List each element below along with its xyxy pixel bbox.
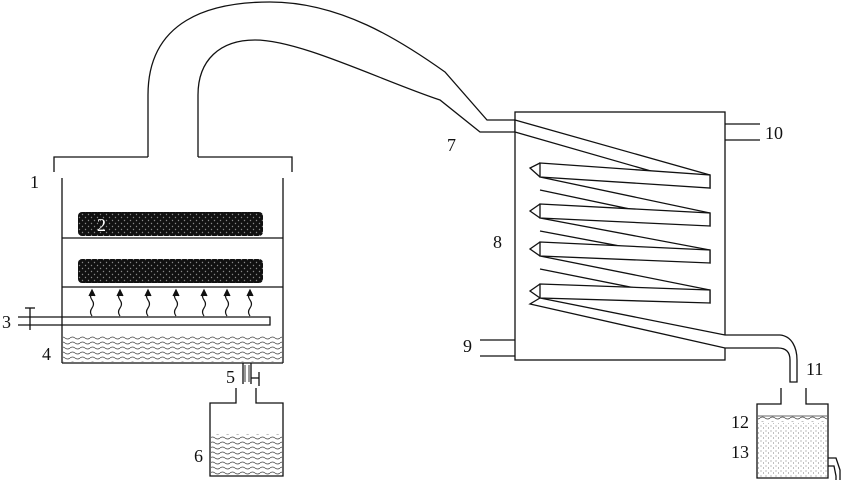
receiver-vessel (756, 388, 841, 480)
condenser-coil (514, 119, 798, 383)
label-2: 2 (97, 215, 106, 235)
label-12: 12 (731, 412, 749, 432)
label-1: 1 (30, 172, 39, 192)
label-11: 11 (806, 359, 823, 379)
label-4: 4 (42, 344, 51, 364)
still-vessel (53, 156, 293, 364)
water-layer (63, 336, 282, 362)
vapor-pipe (147, 1, 515, 157)
label-10: 10 (765, 123, 783, 143)
drain-valve (242, 363, 260, 386)
label-6: 6 (194, 446, 203, 466)
label-7: 7 (447, 135, 456, 155)
label-3: 3 (2, 312, 11, 332)
material-tray-upper (78, 212, 263, 236)
steam-arrows (88, 288, 254, 317)
label-8: 8 (493, 232, 502, 252)
label-5: 5 (226, 367, 235, 387)
steam-inlet-pipe (18, 307, 271, 330)
label-9: 9 (463, 336, 472, 356)
label-13: 13 (731, 442, 749, 462)
material-tray-lower (78, 259, 263, 283)
residue-container (209, 388, 284, 477)
condenser (480, 111, 760, 361)
